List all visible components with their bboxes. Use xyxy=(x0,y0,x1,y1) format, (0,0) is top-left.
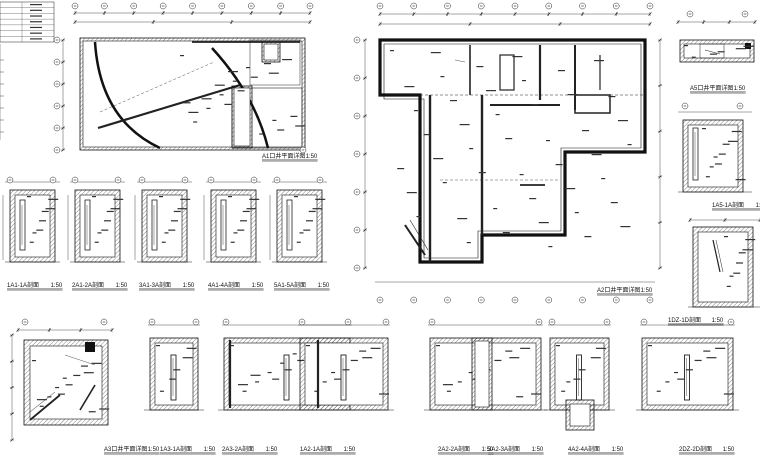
view-scale: 1:50 xyxy=(344,447,356,453)
view-scale: 1:50 xyxy=(482,447,494,453)
view-label-s4a2: 4A2-4A剖面 1:50 xyxy=(568,445,624,455)
view-scale: 1:50 xyxy=(723,447,735,453)
section-s4a2 xyxy=(544,318,615,411)
a3-plan xyxy=(10,318,114,442)
view-scale: 1:50 xyxy=(318,283,330,289)
view-scale: 1:50 xyxy=(712,318,724,324)
view-title: 3A2-3A剖面 xyxy=(488,445,520,453)
section-internal-walls xyxy=(228,337,595,431)
view-title: 1A1-1A剖面 xyxy=(7,281,39,289)
view-title: A1口井平面详图 xyxy=(262,152,305,160)
section-s1a5 xyxy=(678,102,752,193)
view-title: 2A1-2A剖面 xyxy=(72,281,104,289)
view-title: 1A5-1A剖面 xyxy=(712,201,744,209)
section-s2dz xyxy=(636,318,739,411)
a5-plan xyxy=(676,10,757,63)
section-s1a3 xyxy=(144,318,204,411)
view-label-s2a2: 2A2-2A剖面 1:50 xyxy=(438,445,494,455)
view-title: A2口井平面详图 xyxy=(597,286,640,294)
view-title: A3口井平面详图 xyxy=(104,445,147,453)
view-title: 4A2-4A剖面 xyxy=(568,445,600,453)
view-scale: 1:50 xyxy=(148,447,160,453)
view-label-s2dz: 2DZ-2D剖面 1:50 xyxy=(679,445,735,455)
section-s3a1 xyxy=(134,176,192,263)
view-label-s1a1: 1A1-1A剖面 1:50 xyxy=(7,281,63,291)
section-s5a1 xyxy=(269,176,327,263)
view-title: 1DZ-1D剖面 xyxy=(668,316,701,324)
view-title: 4A1-4A剖面 xyxy=(208,281,240,289)
view-scale: 1:50 xyxy=(116,283,128,289)
view-label-s5a1: 5A1-5A剖面 1:50 xyxy=(274,281,330,291)
view-label-s1a5: 1A5-1A剖面 1:50 xyxy=(712,201,760,211)
view-scale: 1:50 xyxy=(266,447,278,453)
view-label-s1a3: 1A3-1A剖面 1:50 xyxy=(160,445,216,455)
section-s1a2 xyxy=(294,318,394,411)
view-label-s3a1: 3A1-3A剖面 1:50 xyxy=(139,281,195,291)
view-title: 1A3-1A剖面 xyxy=(160,445,192,453)
view-title: 3A1-3A剖面 xyxy=(139,281,171,289)
view-scale: 1:50 xyxy=(306,154,318,160)
view-scale: 1:50 xyxy=(612,447,624,453)
view-scale: 1:50 xyxy=(734,86,746,92)
view-scale: 1:50 xyxy=(641,288,653,294)
view-label-s2a1: 2A1-2A剖面 1:50 xyxy=(72,281,128,291)
view-title: 2A3-2A剖面 xyxy=(222,445,254,453)
section-s4a1 xyxy=(203,176,261,263)
view-title: 1A2-1A剖面 xyxy=(300,445,332,453)
section-s1dz xyxy=(688,218,760,308)
view-scale: 1:50 xyxy=(204,447,216,453)
view-scale: 1:50 xyxy=(532,447,544,453)
view-label-s2a3: 2A3-2A剖面 1:50 xyxy=(222,445,278,455)
legend-table xyxy=(0,1,55,140)
a2-plan xyxy=(353,2,662,304)
view-label-s1dz: 1DZ-1D剖面 1:50 xyxy=(668,316,724,326)
view-scale: 1:50 xyxy=(51,283,63,289)
view-title: A5口井平面详图 xyxy=(690,84,733,92)
view-scale: 1:50 xyxy=(252,283,264,289)
section-s1a1 xyxy=(2,176,60,263)
view-label-s4a1: 4A1-4A剖面 1:50 xyxy=(208,281,264,291)
view-scale: 1:50 xyxy=(756,203,760,209)
view-title: 2DZ-2D剖面 xyxy=(679,445,712,453)
view-scale: 1:50 xyxy=(183,283,195,289)
a1-plan xyxy=(53,2,314,154)
section-s2a1 xyxy=(67,176,125,263)
view-label-s1a2: 1A2-1A剖面 1:50 xyxy=(300,445,356,455)
view-title: 2A2-2A剖面 xyxy=(438,445,470,453)
view-title: 5A1-5A剖面 xyxy=(274,281,306,289)
view-label-s3a2: 3A2-3A剖面 1:50 xyxy=(488,445,544,455)
